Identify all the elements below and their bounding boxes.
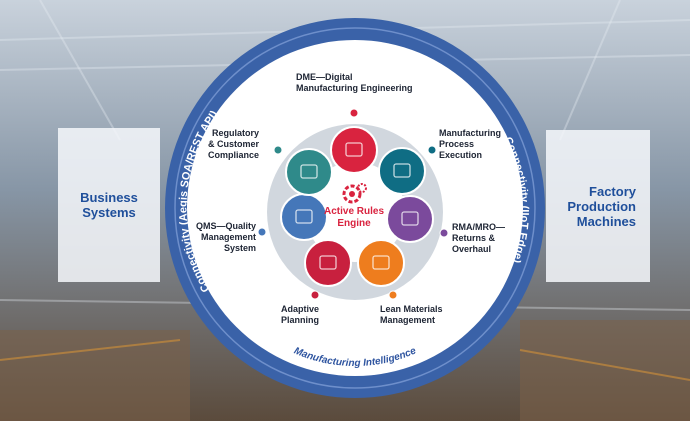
module-circle-6 bbox=[285, 148, 333, 196]
active-rules-engine-label: Active Rules Engine bbox=[307, 206, 401, 230]
module-dot-4 bbox=[310, 290, 320, 300]
factory-production-machines-box: Factory Production Machines bbox=[546, 130, 650, 282]
gear-icon bbox=[342, 183, 367, 204]
business-systems-box: Business Systems bbox=[58, 128, 160, 282]
business-systems-label: Business Systems bbox=[80, 190, 138, 220]
outer-ring-highlight bbox=[174, 27, 536, 389]
module-icon-1 bbox=[393, 163, 411, 178]
factory-production-machines-label: Factory Production Machines bbox=[567, 183, 636, 229]
module-circle-0 bbox=[330, 126, 378, 174]
module-label-5: QMS—Quality Management System bbox=[196, 221, 257, 253]
module-icon-2 bbox=[401, 211, 419, 226]
module-dot-2 bbox=[439, 228, 449, 238]
module-circle-3 bbox=[357, 239, 405, 287]
module-label-3: Lean Materials Management bbox=[380, 304, 443, 325]
module-icon-4 bbox=[319, 255, 337, 270]
module-label-4: Adaptive Planning bbox=[281, 304, 320, 325]
module-circle-1 bbox=[378, 147, 426, 195]
module-label-6: Regulatory & Customer Compliance bbox=[208, 128, 260, 160]
module-icon-0 bbox=[345, 142, 363, 157]
module-dot-5 bbox=[257, 227, 267, 237]
module-dot-0 bbox=[349, 108, 359, 118]
module-label-0: DME—Digital Manufacturing Engineering bbox=[296, 72, 413, 93]
module-label-2: RMA/MRO— Returns & Overhaul bbox=[452, 222, 505, 254]
module-icon-3 bbox=[372, 255, 390, 270]
module-dot-3 bbox=[388, 290, 398, 300]
module-icon-5 bbox=[295, 209, 313, 224]
module-label-1: Manufacturing Process Execution bbox=[439, 128, 501, 160]
module-circle-2 bbox=[386, 195, 434, 243]
module-circle-4 bbox=[304, 239, 352, 287]
module-icon-6 bbox=[300, 164, 318, 179]
module-dot-1 bbox=[427, 145, 437, 155]
engine-disc bbox=[305, 162, 405, 262]
engine-text: Active Rules Engine bbox=[323, 206, 385, 229]
module-dot-6 bbox=[273, 145, 283, 155]
